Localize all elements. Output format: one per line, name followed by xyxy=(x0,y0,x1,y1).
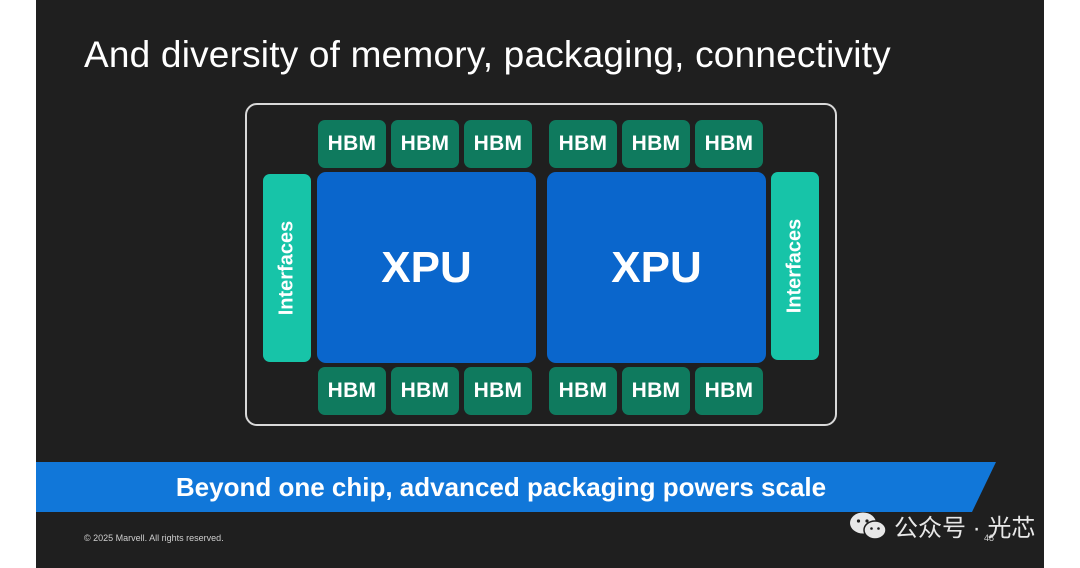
hbm-top-1: HBM xyxy=(318,120,386,168)
slide-title: And diversity of memory, packaging, conn… xyxy=(84,34,891,75)
slide: And diversity of memory, packaging, conn… xyxy=(36,0,1044,568)
interfaces-left: Interfaces xyxy=(263,174,311,362)
xpu-left: XPU xyxy=(317,172,536,363)
page-number: 48 xyxy=(984,533,995,543)
hbm-bottom-2: HBM xyxy=(391,367,459,415)
hbm-bottom-6: HBM xyxy=(695,367,763,415)
watermark: 公众号 · 光芯 xyxy=(848,508,1035,543)
hbm-bottom-5: HBM xyxy=(622,367,690,415)
package-outline: HBM HBM HBM HBM HBM HBM Interfaces Inter… xyxy=(245,103,837,426)
watermark-text: 公众号 · 光芯 xyxy=(894,515,1036,542)
interfaces-right-label: Interfaces xyxy=(783,218,806,314)
hbm-bottom-3: HBM xyxy=(464,367,532,415)
hbm-top-2: HBM xyxy=(391,120,459,168)
wechat-icon xyxy=(850,512,887,540)
interfaces-right: Interfaces xyxy=(771,172,819,360)
hbm-top-6: HBM xyxy=(695,120,763,168)
hbm-bottom-4: HBM xyxy=(549,367,617,415)
xpu-right: XPU xyxy=(547,172,766,363)
interfaces-left-label: Interfaces xyxy=(275,220,298,316)
hbm-top-5: HBM xyxy=(622,120,690,168)
banner-text: Beyond one chip, advanced packaging powe… xyxy=(175,471,827,502)
hbm-top-4: HBM xyxy=(549,120,617,168)
copyright-footer: © 2025 Marvell. All rights reserved. xyxy=(84,533,224,543)
hbm-top-3: HBM xyxy=(464,120,532,168)
banner-background xyxy=(36,462,996,512)
hbm-bottom-1: HBM xyxy=(318,367,386,415)
